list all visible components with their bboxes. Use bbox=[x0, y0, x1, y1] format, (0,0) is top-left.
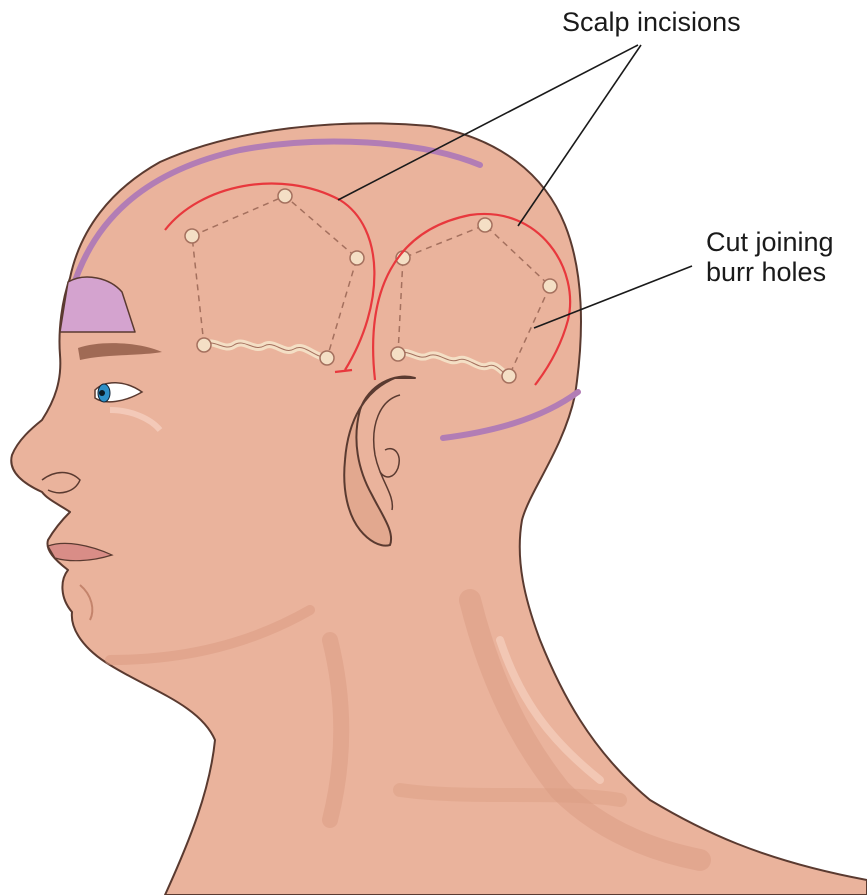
burr-hole bbox=[543, 279, 557, 293]
cut-joining-label-line2: burr holes bbox=[706, 258, 826, 286]
burr-hole bbox=[478, 218, 492, 232]
burr-hole bbox=[197, 338, 211, 352]
leader-line-scalp-rear bbox=[518, 45, 641, 226]
burr-hole bbox=[278, 189, 292, 203]
burr-hole bbox=[350, 251, 364, 265]
pupil bbox=[99, 390, 105, 396]
clavicle-shadow bbox=[400, 790, 620, 800]
burr-hole bbox=[502, 369, 516, 383]
cut-joining-label-line1: Cut joining bbox=[706, 228, 834, 256]
scalp-incisions-label: Scalp incisions bbox=[562, 8, 741, 36]
burr-hole bbox=[185, 229, 199, 243]
burr-hole bbox=[320, 351, 334, 365]
burr-hole bbox=[391, 347, 405, 361]
